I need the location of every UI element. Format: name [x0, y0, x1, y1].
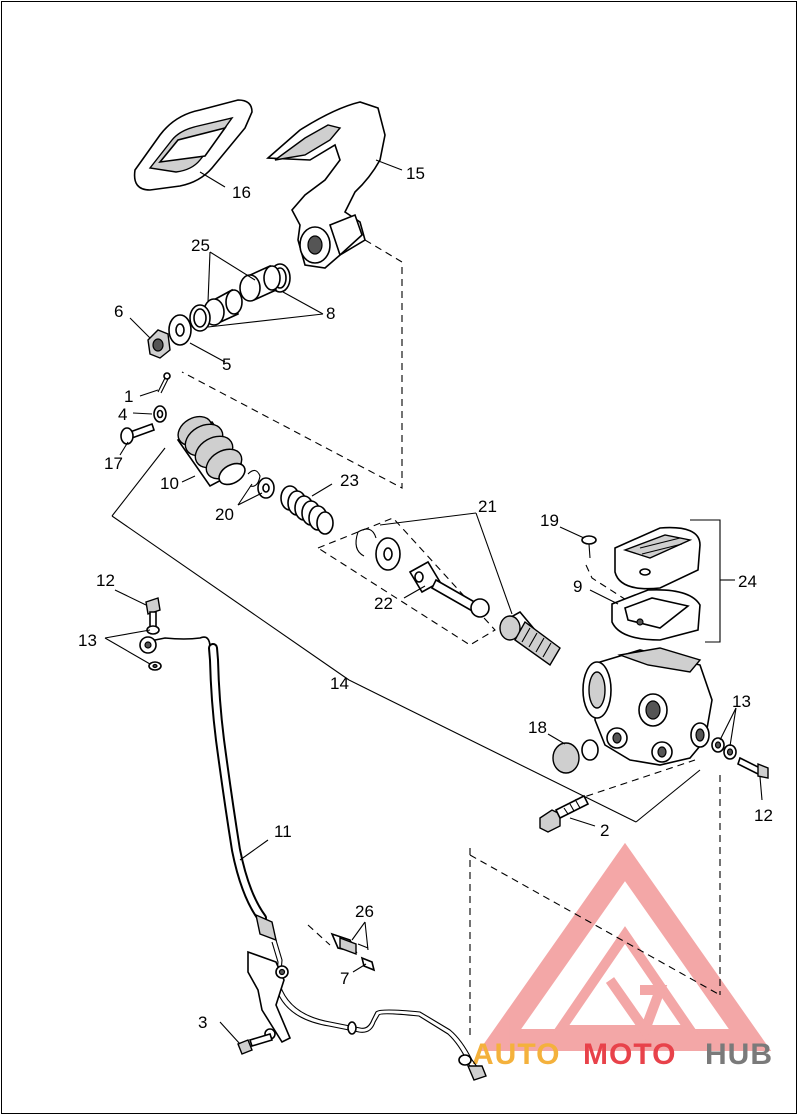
callout-23: 23 [340, 471, 359, 490]
callout-15: 15 [406, 164, 425, 183]
leader-lines [104, 159, 763, 1045]
part-6-nut [147, 329, 171, 359]
callout-7: 7 [340, 969, 349, 988]
callout-10: 10 [160, 474, 179, 493]
part-13-washers-right [711, 737, 737, 760]
part-12-banjo-bolt-left [145, 597, 161, 629]
callout-numbers: 16 15 25 8 6 5 1 4 17 10 20 23 21 22 19 … [78, 164, 773, 1032]
callout-18: 18 [528, 718, 547, 737]
watermark-text: AUTO MOTO HUB [472, 1038, 773, 1071]
callout-4: 4 [118, 405, 127, 424]
callout-21: 21 [478, 497, 497, 516]
part-21-piston-assembly [499, 610, 561, 667]
part-14-master-cylinder [582, 647, 713, 766]
part-20-retaining-rings [247, 469, 275, 499]
part-3-bolt [237, 1033, 274, 1055]
part-22-pushrod [408, 560, 490, 618]
bracket [247, 950, 292, 1044]
callout-13-left: 13 [78, 631, 97, 650]
callout-24: 24 [738, 572, 757, 591]
callout-17: 17 [104, 454, 123, 473]
callout-16: 16 [232, 183, 251, 202]
watermark-word-auto: AUTO [472, 1038, 560, 1071]
part-11-brake-line [139, 636, 487, 1081]
part-26-brake-light-switch [330, 932, 369, 956]
part-12-banjo-bolt-right [737, 756, 769, 779]
callout-3: 3 [198, 1013, 207, 1032]
callout-5: 5 [222, 355, 231, 374]
part-8-25-bushings [189, 263, 291, 332]
callout-9: 9 [573, 577, 582, 596]
callout-26: 26 [355, 902, 374, 921]
part-1-cotter-pin [157, 372, 171, 394]
callout-12-right: 12 [754, 806, 773, 825]
callout-13-right: 13 [732, 692, 751, 711]
part-4-washer [153, 405, 167, 423]
part-2-bolt [539, 794, 590, 833]
callout-25: 25 [191, 236, 210, 255]
part-16-pedal-pad [133, 99, 253, 191]
watermark-word-hub: HUB [705, 1038, 773, 1071]
part-19-screw [581, 535, 597, 559]
part-17-clevis-pin [120, 422, 156, 445]
callout-8: 8 [326, 304, 335, 323]
part-15-brake-pedal [265, 101, 386, 269]
callout-2: 2 [600, 821, 609, 840]
part-10-boot [176, 415, 246, 488]
watermark-word-moto: MOTO [583, 1038, 676, 1071]
assembly-guide-lines [181, 239, 721, 1040]
callout-11: 11 [274, 822, 292, 841]
part-21-snap-ring [355, 528, 401, 571]
part-7-terminal [360, 956, 376, 972]
part-18-plug [552, 739, 599, 774]
part-23-spring [280, 485, 334, 535]
watermark-logo [478, 842, 772, 1051]
callout-19: 19 [540, 511, 559, 530]
callout-14: 14 [330, 674, 349, 693]
part-9-gasket [611, 588, 701, 641]
callout-22: 22 [374, 594, 393, 613]
callout-12-left: 12 [96, 571, 115, 590]
callout-1: 1 [124, 387, 133, 406]
part-5-washer [168, 314, 192, 346]
part-24-reservoir-cover [614, 526, 701, 590]
callout-20: 20 [215, 505, 234, 524]
callout-6: 6 [114, 302, 123, 321]
